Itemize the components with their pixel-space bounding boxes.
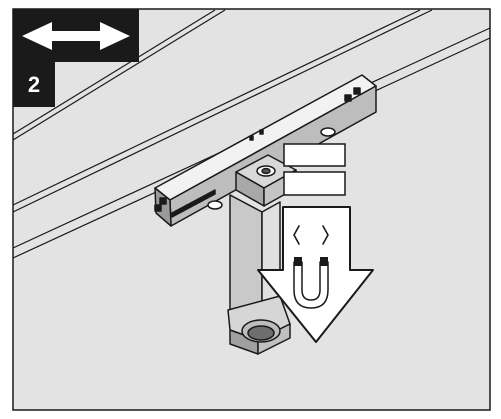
label-placeholders [283,143,346,196]
spotlight-head [227,295,291,355]
magnet-icon [293,225,329,309]
double-arrow-horizontal-icon [22,22,130,50]
track-adapter [154,74,377,227]
pull-arrow-icon [257,206,374,343]
step-number-badge: 2 [13,62,55,107]
